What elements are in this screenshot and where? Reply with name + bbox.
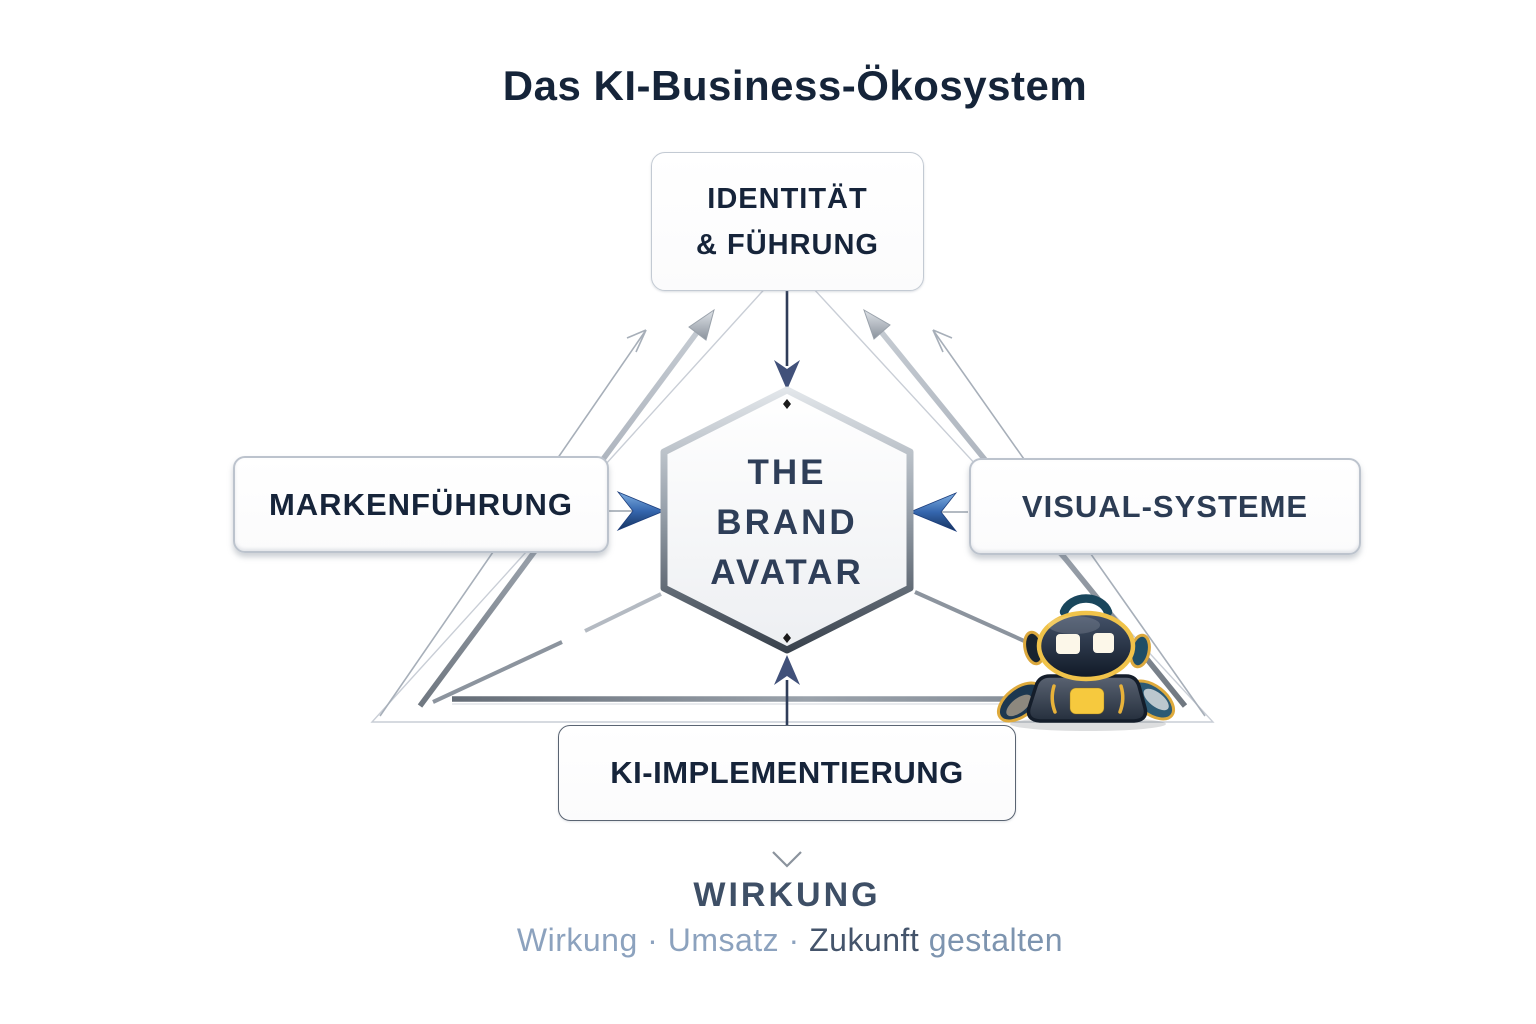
brand-avatar-label: THE BRAND AVATAR: [710, 453, 864, 592]
arrow-right-icon: [605, 491, 666, 531]
outcome-heading: WIRKUNG: [693, 876, 881, 914]
hexagon-bottom-dot: [783, 633, 791, 643]
outcome-subtitle-part1: Wirkung · Umsatz ·: [516, 922, 810, 958]
chevron-down-icon: [772, 851, 802, 868]
corner-line-left: [432, 592, 662, 704]
node-ki-implementierung: KI-IMPLEMENTIERUNG: [558, 725, 1016, 821]
node-identitaet-fuehrung: IDENTITÄT & FÜHRUNG: [651, 152, 924, 291]
outcome-subtitle-part2: Zukunft: [809, 922, 920, 958]
outcome-subtitle-part3: gestalten: [919, 922, 1064, 958]
node-top-label: IDENTITÄT & FÜHRUNG: [696, 182, 879, 261]
node-right-label: VISUAL-SYSTEME: [1021, 488, 1309, 524]
node-visual-systeme: VISUAL-SYSTEME: [969, 458, 1361, 555]
node-left-label: MARKENFÜHRUNG: [268, 486, 574, 522]
node-markenfuehrung: MARKENFÜHRUNG: [233, 456, 609, 553]
arrow-up-icon: [774, 655, 800, 725]
outcome-subtitle: Wirkung · Umsatz · Zukunft gestalten: [0, 922, 1536, 959]
arrow-left-icon: [908, 492, 968, 532]
ki-robot-mascot-icon: [996, 594, 1176, 731]
node-bottom-label: KI-IMPLEMENTIERUNG: [610, 755, 964, 790]
hexagon-top-dot: [783, 399, 791, 409]
arrow-down-icon: [774, 291, 800, 390]
brand-avatar-hexagon: [660, 386, 914, 654]
page-title: Das KI-Business-Ökosystem: [502, 62, 1088, 109]
